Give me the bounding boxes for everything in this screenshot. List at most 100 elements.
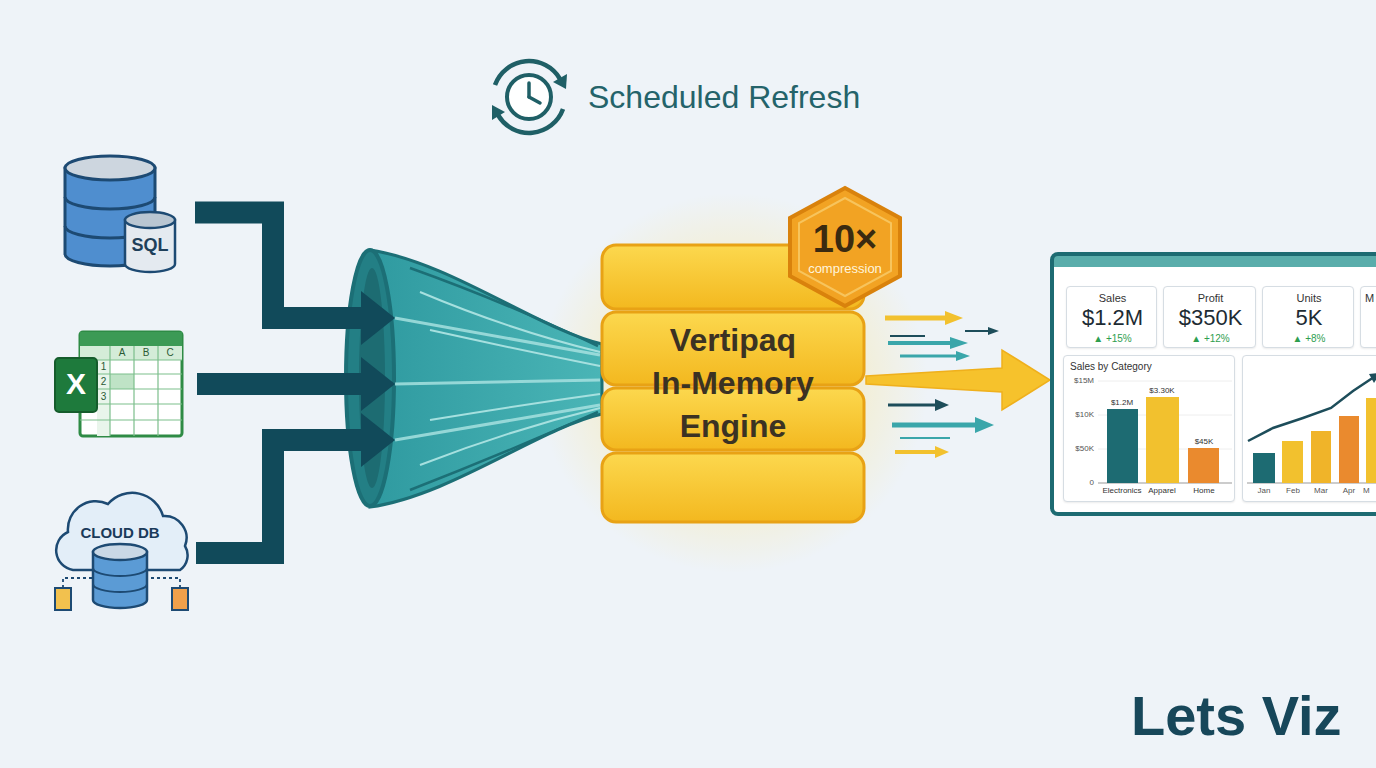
kpi-card: Profit$350K▲ +12% (1163, 286, 1256, 348)
category-label: Electronics (1097, 486, 1147, 495)
graphic-line (888, 404, 935, 407)
graphic-polygon (866, 350, 1050, 410)
vertipaq-engine: Vertipaq In-Memory Engine10×compression (600, 243, 866, 525)
graphic-polygon (492, 105, 505, 120)
database-label: SQL (125, 235, 175, 256)
badge-value: 10× (788, 218, 902, 262)
graphic-path (395, 318, 600, 355)
graphic-rect (55, 588, 71, 610)
column-header: C (158, 347, 182, 359)
axis-tick: 0 (1064, 478, 1094, 487)
axis-tick: $10K (1064, 410, 1094, 419)
month-label: Mar (1309, 486, 1333, 495)
row-number: 2 (97, 376, 110, 388)
graphic-rect (97, 360, 110, 436)
graphic-path (420, 408, 600, 465)
graphic-line (890, 335, 925, 337)
graphic-ellipse (65, 156, 155, 180)
graphic-ellipse (125, 212, 175, 228)
bar-value: $1.2M (1104, 398, 1140, 407)
graphic-path (410, 412, 598, 490)
graphic-polygon (975, 417, 994, 433)
cloud-label: CLOUD DB (58, 524, 182, 541)
graphic-rect (1253, 453, 1275, 483)
graphic-rect (1282, 441, 1303, 483)
kpi-delta: ▲ +15% (1067, 333, 1158, 345)
graphic-path (498, 109, 563, 133)
graphic-line (900, 437, 950, 439)
graphic-polygon (935, 399, 949, 411)
excel-source: XABC123 (52, 328, 197, 440)
bar-value: $3.30K (1142, 386, 1182, 395)
graphic-rect (1107, 409, 1138, 483)
graphic-polygon (1369, 373, 1376, 383)
graphic-rect (55, 358, 97, 412)
column-header: B (134, 347, 158, 359)
watermark: Lets Viz (1131, 684, 1371, 748)
excel-logo-letter: X (55, 367, 97, 402)
dashboard-frame: Sales$1.2M▲ +15%Profit$350K▲ +12%Units5K… (1050, 252, 1376, 516)
badge-caption: compression (788, 262, 902, 277)
graphic-path (196, 440, 363, 553)
graphic-polygon (361, 357, 395, 411)
graphic-polyline (1248, 377, 1374, 441)
category-label: Apparel (1142, 486, 1182, 495)
chart-title: Sales by Category (1070, 361, 1220, 373)
kpi-delta: ▲ +12% (1164, 333, 1257, 345)
kpi-label: M (1365, 292, 1376, 305)
flow-connector (197, 357, 600, 411)
graphic-line (885, 316, 945, 321)
graphic-path (430, 330, 600, 366)
graphic-path (195, 213, 363, 319)
cloud-database: CLOUD DB (48, 488, 196, 618)
graphic-path (370, 250, 602, 507)
row-number: 1 (97, 361, 110, 373)
kpi-value: $350K (1164, 305, 1257, 330)
graphic-rect (80, 332, 182, 346)
graphic-path (495, 61, 560, 85)
graphic-line (527, 83, 531, 97)
graphic-line (900, 355, 958, 358)
month-label: Apr (1337, 486, 1361, 495)
kpi-card: Sales$1.2M▲ +15% (1066, 286, 1157, 348)
axis-tick: $15M (1064, 376, 1094, 385)
sql-database: SQL (60, 150, 195, 275)
compression-badge: 10×compression (788, 186, 902, 308)
graphic-polygon (553, 74, 567, 89)
column-header: A (110, 347, 134, 359)
graphic-rect (1311, 431, 1331, 483)
graphic-line (892, 423, 975, 428)
cloud-database-shape (48, 488, 196, 618)
graphic-line (888, 341, 950, 345)
kpi-label: Units (1263, 292, 1355, 305)
graphic-path (410, 268, 598, 346)
flow-connector (866, 350, 1050, 410)
graphic-path (56, 493, 187, 570)
graphic-ellipse (93, 544, 147, 560)
graphic-polygon (361, 291, 395, 345)
kpi-delta: ▲ +8% (1263, 333, 1355, 345)
graphic-rect (110, 374, 134, 389)
graphic-rect (602, 453, 864, 522)
month-label: M (1363, 486, 1376, 495)
month-label: Feb (1281, 486, 1305, 495)
graphic-rect (1366, 398, 1376, 483)
kpi-card: M (1360, 286, 1376, 348)
graphic-rect (1146, 397, 1179, 483)
graphic-path (420, 292, 600, 352)
trend-chart-panel: JanFebMarAprM (1242, 355, 1376, 502)
bar-value: $45K (1186, 437, 1222, 446)
sql-database-shape (60, 150, 195, 275)
flow-connector (196, 405, 600, 553)
graphic-line (895, 450, 935, 454)
engine-name: Vertipaq In-Memory Engine (648, 319, 818, 448)
kpi-card: Units5K▲ +8% (1262, 286, 1354, 348)
graphic-polygon (361, 413, 395, 467)
graphic-polygon (956, 351, 970, 361)
graphic-path (197, 373, 363, 395)
graphic-rect (1188, 448, 1219, 483)
graphic-line (529, 97, 540, 103)
graphic-rect (1339, 416, 1359, 483)
bar-chart-panel: Sales by Category$15M$10K$50K0$1.2M$3.30… (1063, 355, 1235, 502)
